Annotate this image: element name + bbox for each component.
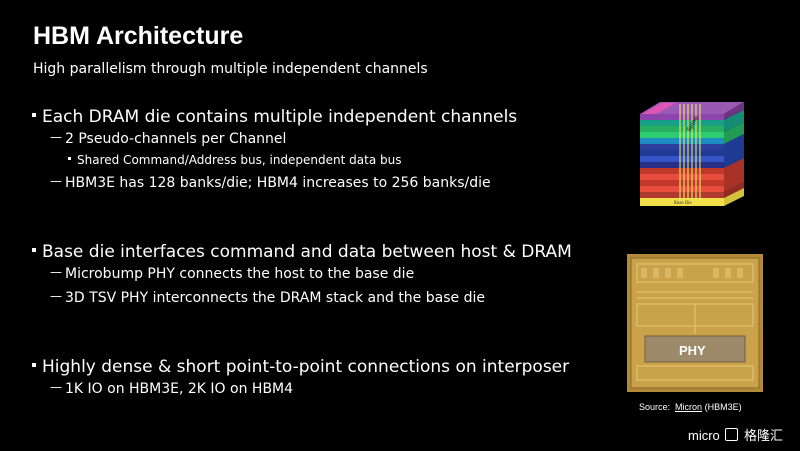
bullet-item: Highly dense & short point-to-point conn… <box>32 357 569 377</box>
square-bullet-icon <box>68 157 71 160</box>
sub-sub-bullet-item: Shared Command/Address bus, independent … <box>68 153 401 167</box>
bullet-item: Each DRAM die contains multiple independ… <box>32 107 517 127</box>
sub-bullet-item: —2 Pseudo-channels per Channel <box>50 130 287 147</box>
sub-bullet-item: —3D TSV PHY interconnects the DRAM stack… <box>50 289 485 306</box>
square-bullet-icon <box>32 363 36 367</box>
slide-subtitle: High parallelism through multiple indepe… <box>33 61 428 77</box>
footer-logo: micro 格隆汇 <box>688 425 783 444</box>
square-bullet-icon <box>32 248 36 252</box>
hbm-stack-image: Spine Base Die <box>640 102 744 206</box>
source-link[interactable]: Micron <box>675 402 703 412</box>
dash-bullet-icon: — <box>50 265 62 279</box>
square-bullet-icon <box>32 113 36 117</box>
dash-bullet-icon: — <box>50 130 62 144</box>
sub-bullet-item: —1K IO on HBM3E, 2K IO on HBM4 <box>50 380 294 397</box>
chip-phy-label: PHY <box>679 343 706 358</box>
stack-base-label: Base Die <box>674 200 692 205</box>
dash-bullet-icon: — <box>50 380 62 394</box>
watermark-icon <box>725 428 739 441</box>
micron-logo-text: micro <box>688 428 720 443</box>
source-citation: Source: Micron (HBM3E) <box>639 402 742 412</box>
watermark-text: 格隆汇 <box>744 428 784 443</box>
sub-bullet-item: —Microbump PHY connects the host to the … <box>50 265 415 282</box>
sub-bullet-item: —HBM3E has 128 banks/die; HBM4 increases… <box>50 174 491 191</box>
slide-title: HBM Architecture <box>33 22 244 50</box>
dash-bullet-icon: — <box>50 289 62 303</box>
chip-die-image: PHY <box>627 254 763 392</box>
bullet-item: Base die interfaces command and data bet… <box>32 242 572 262</box>
dash-bullet-icon: — <box>50 174 62 188</box>
